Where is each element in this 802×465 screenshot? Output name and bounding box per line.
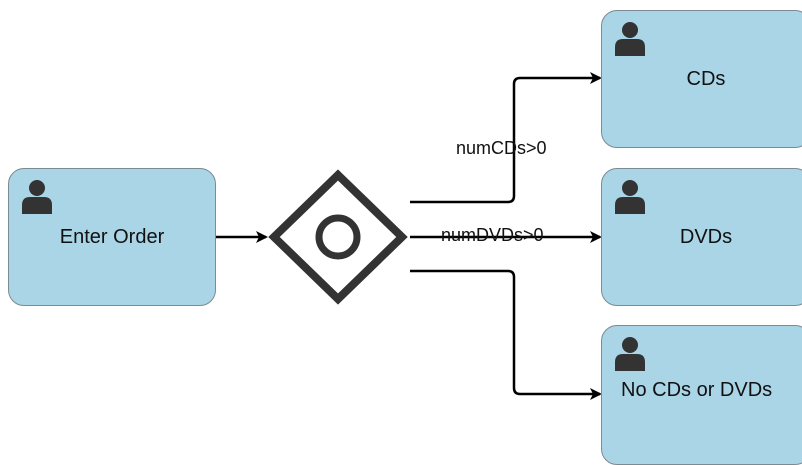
task-cds[interactable]: CDs: [601, 10, 802, 148]
user-icon: [615, 180, 645, 214]
user-icon: [22, 180, 52, 214]
flow-gateway-to-cds[interactable]: [410, 72, 602, 204]
task-enter-order[interactable]: Enter Order: [8, 168, 216, 306]
task-label: Enter Order: [59, 225, 165, 248]
edge-label-numcds: numCDs>0: [456, 138, 547, 158]
inclusive-gateway-icon[interactable]: [268, 169, 408, 305]
task-no-cds-or-dvds[interactable]: No CDs or DVDs: [601, 325, 802, 465]
user-icon: [615, 337, 645, 371]
edge-label-numdvds: numDVDs>0: [441, 225, 544, 245]
task-label: CDs: [686, 67, 726, 90]
task-label: DVDs: [679, 225, 733, 248]
task-label: No CDs or DVDs: [621, 378, 773, 401]
task-dvds[interactable]: DVDs: [601, 168, 802, 306]
user-icon: [615, 22, 645, 56]
flow-gateway-to-none[interactable]: [410, 269, 602, 400]
